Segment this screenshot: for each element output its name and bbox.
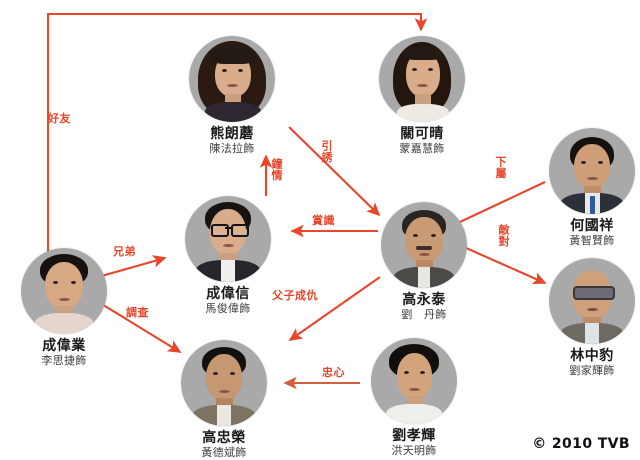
character-card-ko-wing-tai[interactable]: 高永泰 劉 丹飾 (364, 202, 484, 321)
character-card-ko-chung-wing[interactable]: 高忠榮 黃德斌飾 (164, 340, 284, 459)
character-card-shing-wai-sun[interactable]: 成偉信 馬俊偉飾 (168, 196, 288, 315)
relationship-label-dik-deui: 敵對 (497, 224, 510, 247)
sunglasses (573, 286, 615, 300)
character-actor: 黃智賢飾 (569, 234, 615, 247)
eyeglasses (211, 224, 229, 237)
relationship-label-hou-yau: 好友 (48, 112, 71, 125)
relationship-label-fu-zi-sing-sau: 父子成仇 (272, 289, 318, 302)
character-card-hung-long-kiu[interactable]: 熊朗蘑 陳法拉飾 (172, 36, 292, 155)
character-name: 成偉業 (42, 338, 86, 354)
character-name: 林中豹 (570, 348, 614, 364)
relationship-label-seung-sik: 賞識 (312, 214, 335, 227)
relationship-label-yan-yau: 引誘 (320, 140, 333, 163)
character-name: 何國祥 (570, 218, 614, 234)
character-actor: 馬俊偉飾 (205, 302, 251, 315)
copyright-notice: © 2010 TVB (532, 436, 630, 452)
avatar-kwan-ho-ching (379, 36, 465, 122)
arrow-yan-yau (288, 126, 381, 217)
avatar-ko-wing-tai (381, 202, 467, 288)
character-actor: 陳法拉飾 (209, 142, 255, 155)
character-card-shing-wai-yip[interactable]: 成偉業 李思捷飾 (4, 248, 124, 367)
avatar-shing-wai-sun (185, 196, 271, 282)
character-card-lam-chung-pao[interactable]: 林中豹 劉家輝飾 (532, 258, 640, 377)
eyeglasses (231, 224, 249, 237)
avatar-shing-wai-yip (21, 248, 107, 334)
relationship-label-diu-cha: 調查 (126, 306, 149, 319)
character-actor: 黃德斌飾 (201, 446, 247, 459)
arrow-hou-yau (46, 12, 428, 267)
relationship-label-chung-ching: 鐘情 (270, 158, 283, 181)
avatar-hung-long-kiu (189, 36, 275, 122)
avatar-ko-chung-wing (181, 340, 267, 426)
relationship-label-ha-suk: 下屬 (494, 156, 507, 179)
avatar-lam-chung-pao (549, 258, 635, 344)
character-name: 劉孝輝 (392, 428, 436, 444)
character-card-kwan-ho-ching[interactable]: 關可晴 蒙嘉慧飾 (362, 36, 482, 155)
character-actor: 劉 丹飾 (401, 308, 447, 321)
character-name: 關可晴 (400, 126, 444, 142)
character-actor: 劉家輝飾 (569, 364, 615, 377)
avatar-lau-hau-fai (371, 338, 457, 424)
character-name: 成偉信 (206, 286, 250, 302)
character-card-ho-kwok-cheung[interactable]: 何國祥 黃智賢飾 (532, 128, 640, 247)
character-name: 高忠榮 (202, 430, 246, 446)
arrow-fu-zi-sing-sau (288, 276, 381, 341)
relationship-label-chung-sam: 忠心 (322, 366, 345, 379)
character-actor: 洪天明飾 (391, 444, 437, 457)
character-actor: 李思捷飾 (41, 354, 87, 367)
arrow-dik-deui (443, 233, 547, 284)
avatar-ho-kwok-cheung (549, 128, 635, 214)
character-name: 高永泰 (402, 292, 446, 308)
relationship-label-hing-dai: 兄弟 (113, 245, 136, 258)
character-actor: 蒙嘉慧飾 (399, 142, 445, 155)
character-card-lau-hau-fai[interactable]: 劉孝輝 洪天明飾 (354, 338, 474, 457)
character-name: 熊朗蘑 (210, 126, 254, 142)
